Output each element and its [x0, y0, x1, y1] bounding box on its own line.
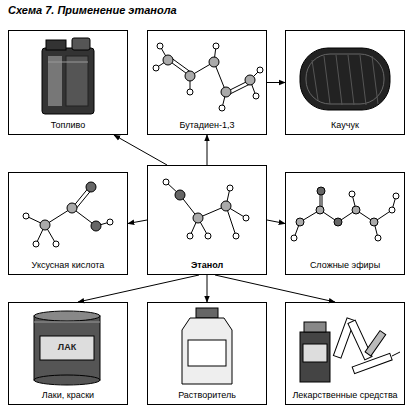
box-label: Растворитель [150, 391, 264, 401]
arrow-connector [78, 275, 199, 302]
arrow-connector [207, 135, 208, 165]
acetic-acid-molecule [23, 182, 113, 247]
use-box: Сложные эфиры [285, 172, 405, 275]
box-label: Лекарственные средства [288, 391, 402, 401]
box-label: Бутадиен-1,3 [150, 121, 264, 131]
jerrycan-icon [42, 38, 94, 114]
box-label: Сложные эфиры [288, 261, 402, 271]
medicine-icon [300, 318, 400, 382]
use-box: Этанол [147, 165, 267, 275]
bottle-icon [182, 308, 232, 384]
can-label: ЛАК [40, 342, 94, 352]
use-box: Лекарственные средства [285, 302, 405, 405]
paint-can-icon [34, 311, 100, 385]
butadiene-molecule [153, 43, 263, 111]
arrow-connector [215, 275, 335, 302]
box-label: Этанол [150, 261, 264, 271]
ester-molecule [291, 187, 399, 241]
box-label: Топливо [11, 121, 125, 131]
use-box: Лаки, краски [8, 302, 128, 405]
arrow-connector [128, 220, 147, 224]
tire-icon [300, 48, 390, 110]
arrow-connector [267, 220, 285, 224]
box-label: Лаки, краски [11, 391, 125, 401]
arrow-connector [207, 275, 208, 302]
box-label: Уксусная кислота [11, 261, 125, 271]
use-box: Растворитель [147, 302, 267, 405]
diagram-title: Схема 7. Применение этанола [8, 4, 177, 16]
box-label: Каучук [288, 121, 402, 131]
arrow-connector [114, 135, 167, 165]
arrow-connector [267, 82, 285, 83]
use-box: Топливо [8, 30, 128, 135]
use-box: Уксусная кислота [8, 172, 128, 275]
use-box: Бутадиен-1,3 [147, 30, 267, 135]
use-box: Каучук [285, 30, 405, 135]
ethanol-molecule [163, 179, 249, 239]
